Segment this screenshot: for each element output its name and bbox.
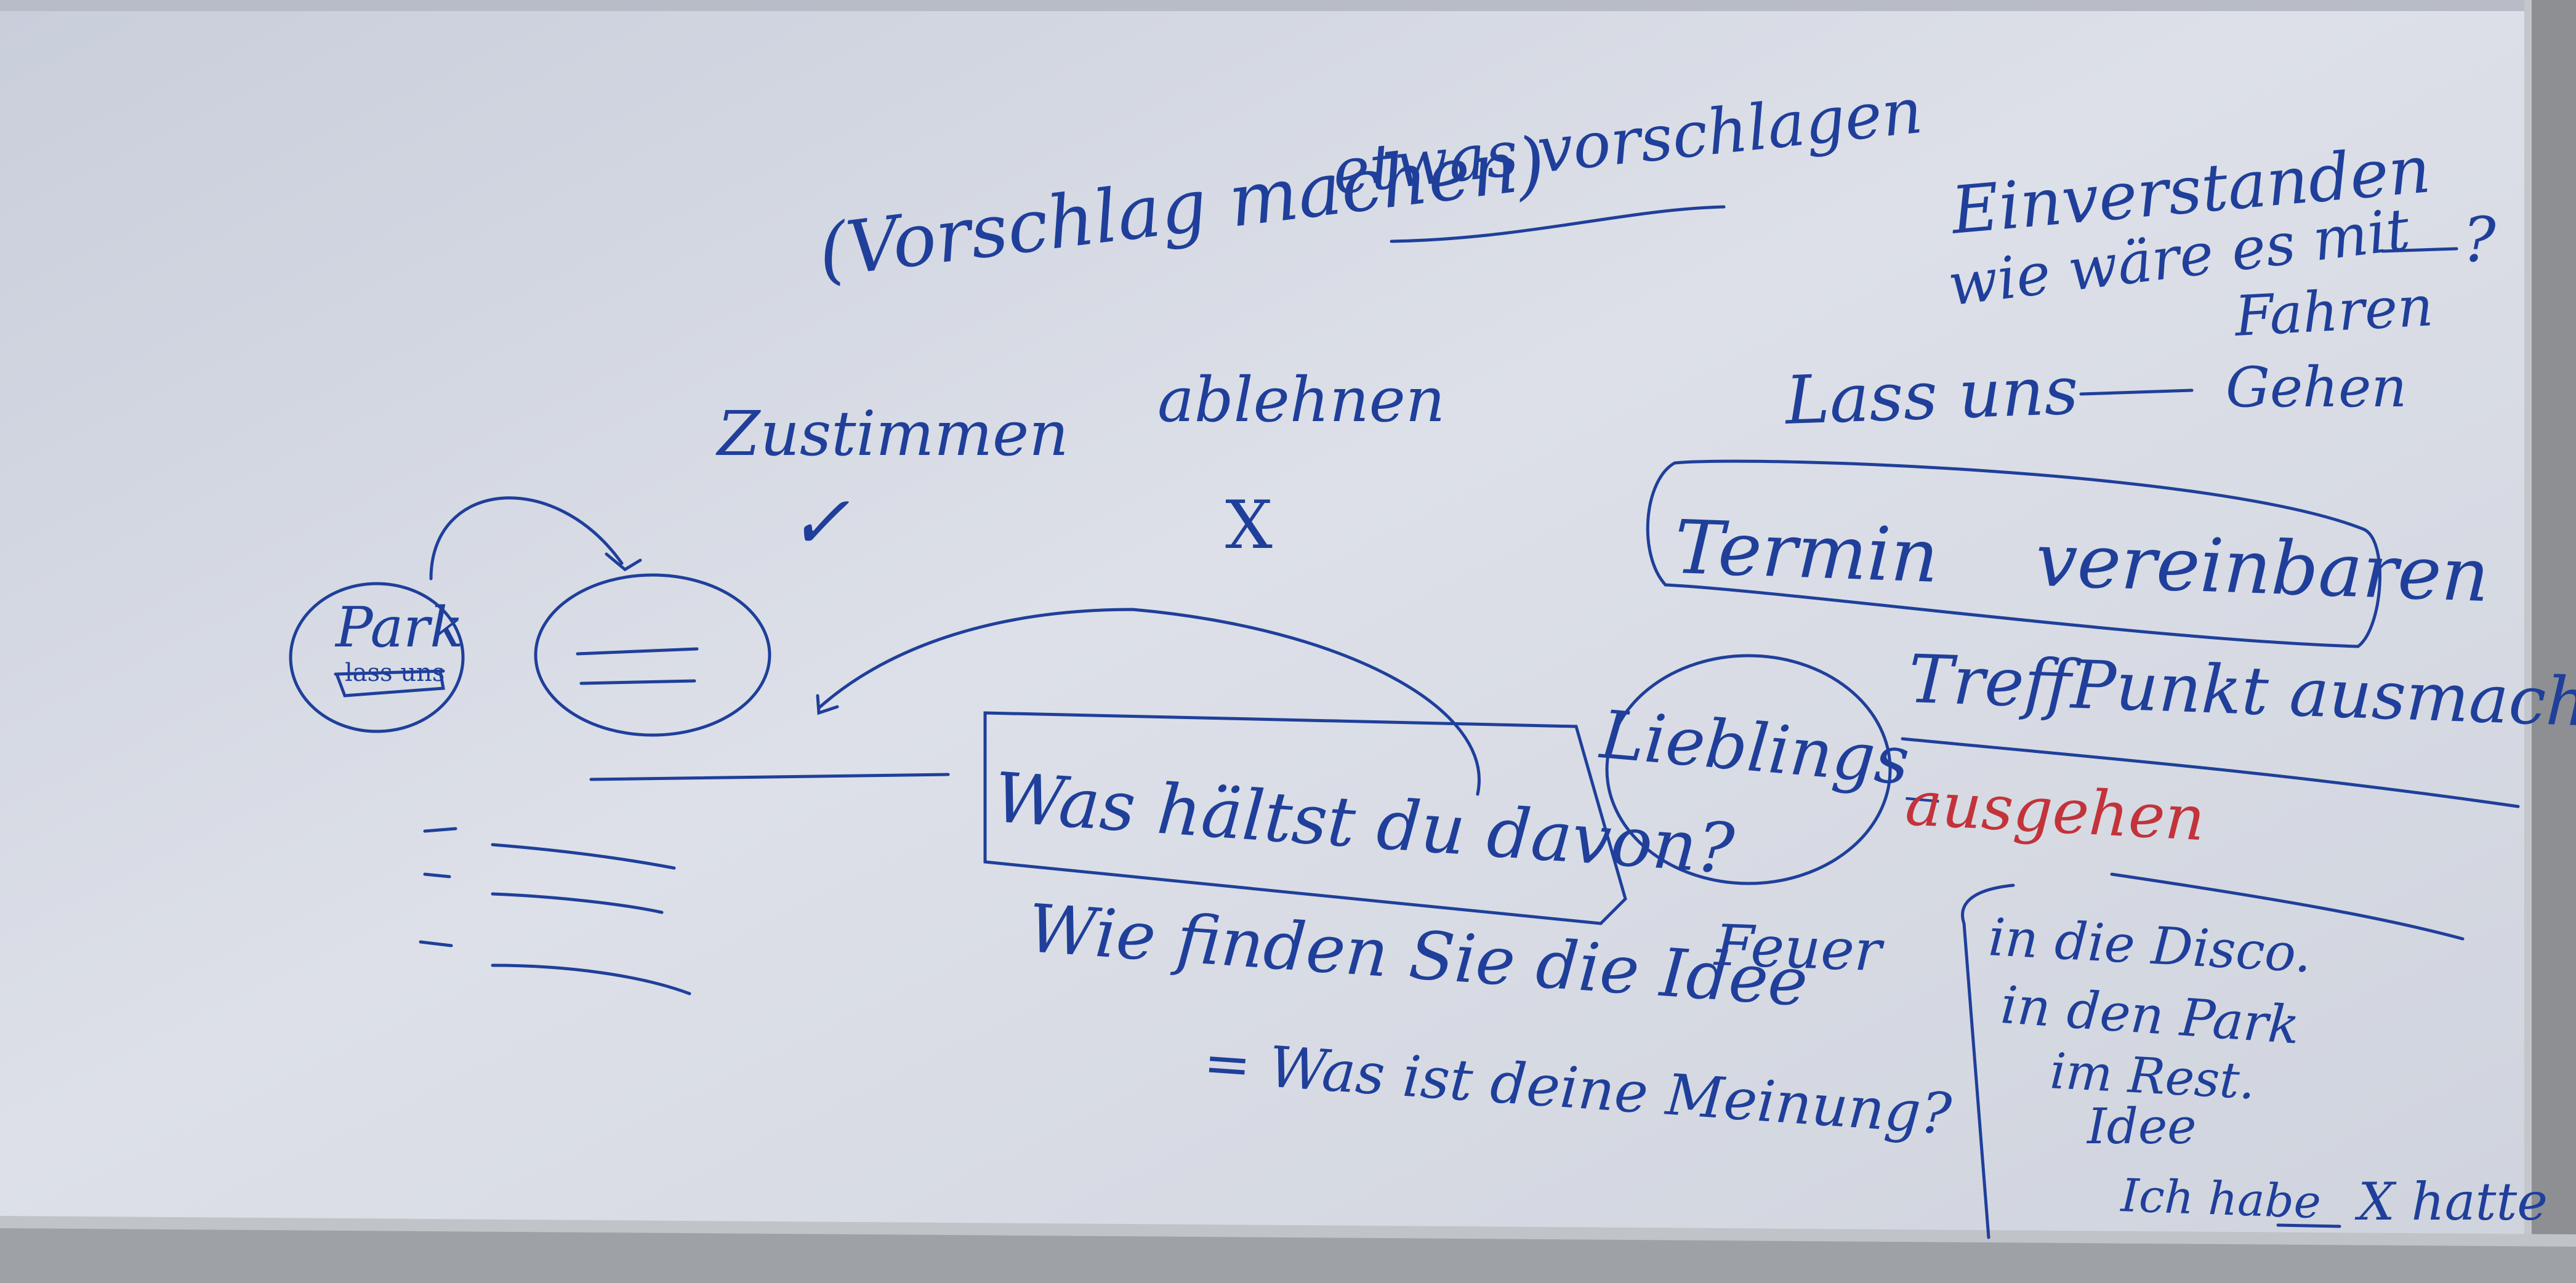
check-mark: ✓ <box>788 480 850 566</box>
gehen-text: Gehen <box>2226 355 2407 420</box>
in-die-disco-text: in die Disco. <box>1987 907 2313 984</box>
line-ausgehen-right <box>2110 872 2465 941</box>
fahren-text: Fahren <box>2233 274 2435 349</box>
lass-uns-text: Lass uns <box>1784 352 2080 440</box>
ausgehen-text: ausgehen <box>1903 767 2207 855</box>
blank-line-mit <box>2381 247 2458 253</box>
idee-text: Idee <box>2087 1098 2197 1155</box>
arrow-park-head <box>605 552 642 572</box>
right-frame <box>2530 0 2576 1283</box>
dash-2 <box>423 872 451 879</box>
park-circle <box>289 582 465 733</box>
box-termin <box>1646 459 2381 648</box>
lass-uns-small-text: lass uns <box>345 659 445 687</box>
ich-habe-text: Ich habe <box>2120 1169 2322 1229</box>
lieblings-circle <box>1605 654 1892 885</box>
box-was-haeltst <box>983 711 1627 925</box>
cross-mark: X <box>1225 487 1273 564</box>
line-3 <box>491 963 691 995</box>
zustimmen-text: Zustimmen <box>717 398 1069 470</box>
line-2 <box>491 892 664 914</box>
park-lass-uns-box <box>336 669 445 698</box>
underline-vorschlagen <box>1390 205 1726 243</box>
bottom-frame-edge <box>0 1216 2576 1247</box>
dash-3 <box>419 940 453 947</box>
arrow-back-head <box>816 694 839 715</box>
park-lass-uns-underline <box>334 669 445 676</box>
park-text: Park <box>336 595 464 660</box>
equals-upper <box>576 647 699 656</box>
ablehnen-text: ablehnen <box>1157 364 1446 436</box>
line-treffpunkt-under <box>1901 737 2520 808</box>
dash-1 <box>423 827 457 833</box>
x-hatte-text: X hatte <box>2358 1172 2548 1232</box>
arrow-park-to-circle <box>429 496 624 581</box>
right-frame-edge <box>2524 0 2532 1283</box>
line-1 <box>491 843 676 870</box>
equals-circle <box>534 573 771 737</box>
bracket-right-box <box>1961 883 2015 1239</box>
line-left-long <box>589 773 950 781</box>
blank-ich-habe <box>2276 1223 2341 1228</box>
arrow-back-curve <box>817 608 1481 796</box>
equals-lower <box>579 679 696 685</box>
blank-line-lass-uns <box>2079 388 2194 396</box>
top-shadow <box>0 0 2576 11</box>
feuer-text: Feuer <box>1713 912 1883 984</box>
wie-waere-suffix-text: ? <box>2463 204 2496 276</box>
